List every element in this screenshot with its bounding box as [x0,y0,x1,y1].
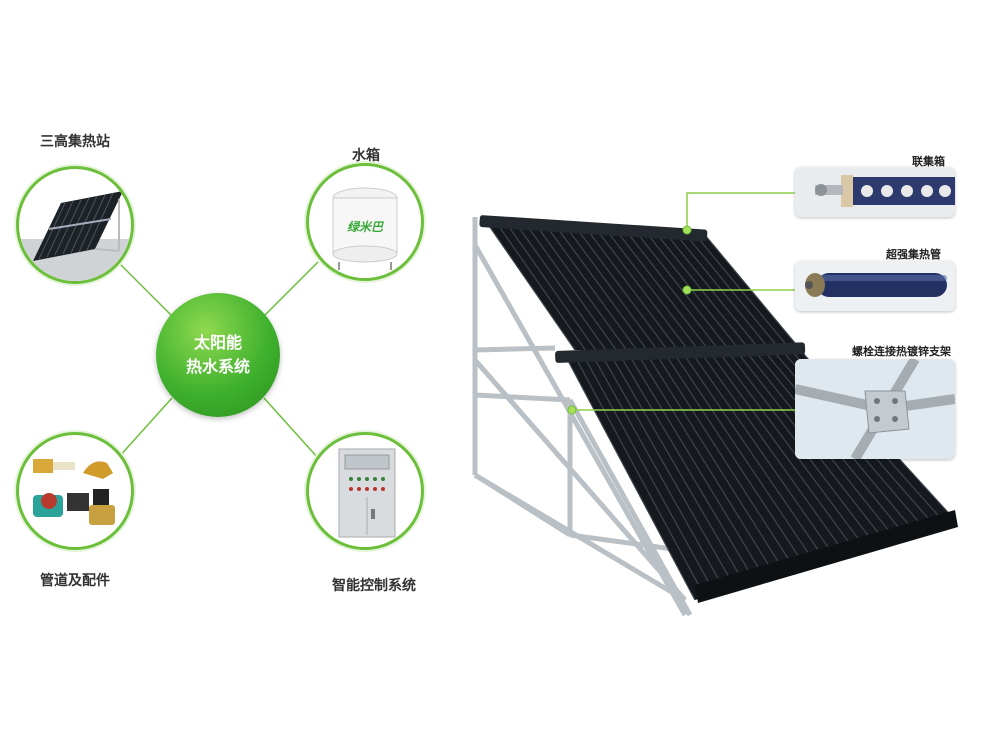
collector-tube [618,353,756,582]
collector-station-image [19,191,131,281]
collector-tube [704,234,806,356]
center-system-badge: 太阳能 热水系统 [156,293,280,417]
collector-tube [584,226,681,353]
collector-tube [645,352,786,573]
node-pipes-fittings [16,432,134,550]
collector-tube [636,353,776,576]
callout-bracket-label: 螺栓连接热镀锌支架 [852,345,951,358]
collector-tube [524,222,618,352]
collector-tube [672,352,816,564]
collector-tube [574,225,670,353]
collector-tube [494,220,586,351]
collector-tube [604,227,701,354]
collector-tube [654,352,796,570]
upper-tube-lines [484,219,806,356]
collector-tube [600,353,736,588]
callout-tube-image [795,261,955,311]
label-collector-station: 三高集热站 [40,134,110,150]
collector-tube [594,227,691,353]
label-water-tank: 水箱 [352,148,380,164]
connector-top-right [261,261,319,319]
collector-tube [609,353,746,585]
collector-tube [663,352,806,567]
node-water-tank: 绿米巴 [306,163,424,281]
callout-header-image [795,167,955,217]
water-tank-image [332,187,398,270]
collector-tube [544,223,639,352]
node-collector-station [16,166,134,284]
callout-tube-label: 超强集热管 [886,248,941,261]
pipes-fittings-image [33,459,115,525]
control-cabinet-image [338,448,396,538]
connector-bottom-left [117,397,173,459]
collector-tube [644,230,743,355]
collector-tube [664,231,764,355]
collector-tube [674,232,775,355]
connector-bottom-right [263,397,319,459]
callout-header-label: 联集箱 [912,155,945,168]
label-smart-control: 智能控制系统 [332,578,416,594]
collector-tube [691,351,836,558]
center-title-line2: 热水系统 [185,357,250,376]
connector-top-left [117,261,173,317]
collector-tube [554,224,649,352]
collector-tube [582,354,716,595]
collector-tube [682,352,826,561]
collector-tube [614,228,712,354]
collector-tube [654,231,754,355]
collector-tube [573,354,706,598]
collector-tube [564,354,696,601]
label-pipes-fittings: 管道及配件 [40,573,110,589]
collector-tube [627,353,766,579]
collector-tube [564,225,660,353]
collector-tube [624,229,722,354]
collector-tube [484,219,576,351]
collector-tube [709,351,856,552]
collector-tube [694,233,796,356]
collector-tube [684,233,785,355]
collector-tube [591,354,726,592]
tank-brand-text: 绿米巴 [346,220,383,234]
collector-tube [514,221,607,352]
collector-tube [534,223,628,352]
collector-tube [718,351,866,549]
node-smart-control [306,432,424,550]
collector-tube [700,351,846,555]
collector-tube [504,221,597,351]
callout-bracket-image [795,359,955,459]
center-title-line1: 太阳能 [193,333,242,352]
solar-collector-illustration [472,215,958,617]
